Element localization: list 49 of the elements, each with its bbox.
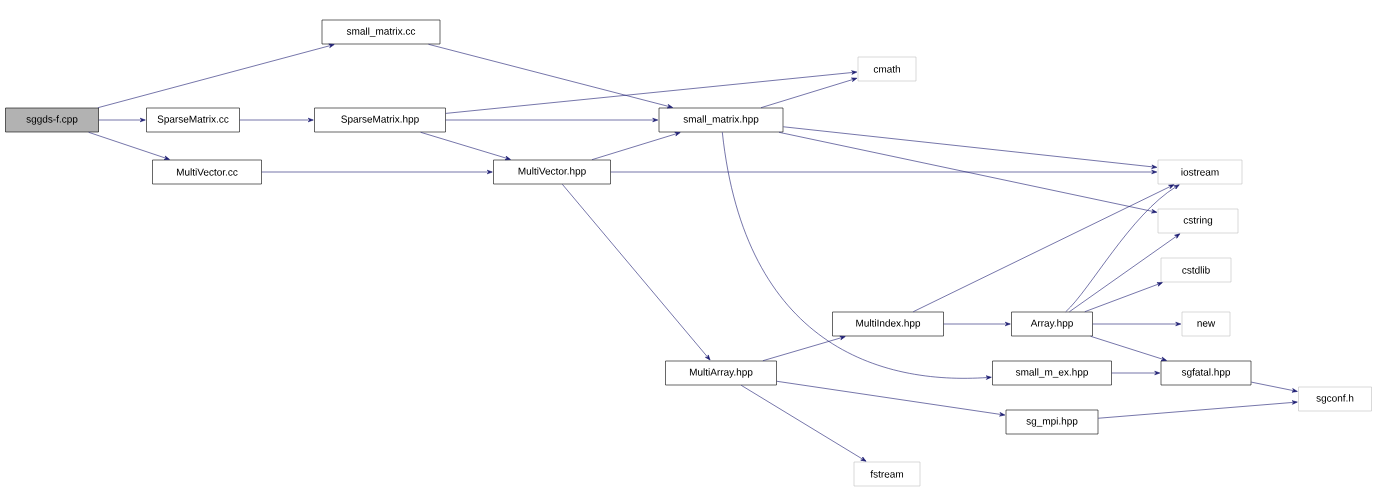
arrow (783, 126, 1158, 169)
arrow (445, 70, 858, 114)
arrow (943, 321, 1011, 327)
arrow (912, 184, 1175, 312)
arrow (97, 43, 335, 108)
arrow (1069, 233, 1181, 312)
file-box: sgfatal.hpp (1160, 360, 1252, 386)
arrow (428, 44, 673, 109)
arrow (445, 117, 659, 123)
file-box: cstring (1157, 208, 1239, 234)
arrow (98, 117, 146, 123)
file-box: MultiArray.hpp (665, 360, 777, 386)
arrow (778, 132, 1158, 214)
file-box: MultiIndex.hpp (832, 311, 944, 337)
arrow (1065, 184, 1180, 312)
file-box: small_m_ex.hpp (992, 360, 1112, 386)
arrow (239, 117, 314, 123)
arrow (420, 132, 511, 161)
file-box: SparseMatrix.hpp (314, 107, 446, 133)
arrow (1090, 336, 1167, 361)
arrow (722, 132, 992, 380)
file-box: Array.hpp (1011, 311, 1093, 337)
file-box: SparseMatrix.cc (146, 107, 240, 133)
file-box: small_matrix.hpp (658, 107, 784, 133)
file-box: iostream (1157, 159, 1243, 185)
file-box: MultiVector.hpp (493, 159, 611, 185)
file-box: sggds-f.cpp (5, 107, 99, 133)
arrow (1251, 381, 1298, 393)
file-box: MultiVector.cc (152, 159, 262, 185)
arrow (1111, 370, 1161, 376)
arrow (760, 77, 858, 108)
file-box: cstdlib (1160, 257, 1232, 283)
arrow (591, 132, 681, 160)
arrow (740, 385, 867, 462)
file-box: new (1181, 311, 1231, 337)
file-box: cmath (857, 56, 917, 82)
file-box: fstream (853, 461, 921, 487)
arrow (776, 380, 1006, 417)
file-box: sg_mpi.hpp (1005, 409, 1099, 435)
arrow (1098, 400, 1298, 419)
file-box: small_matrix.cc (321, 19, 441, 45)
arrow (1084, 282, 1163, 312)
arrow (261, 169, 493, 175)
arrow (1092, 321, 1182, 327)
arrow (762, 335, 846, 361)
arrow (610, 169, 1158, 175)
file-box: sgconf.h (1298, 386, 1372, 412)
arrow (562, 184, 711, 361)
arrow (88, 132, 170, 160)
